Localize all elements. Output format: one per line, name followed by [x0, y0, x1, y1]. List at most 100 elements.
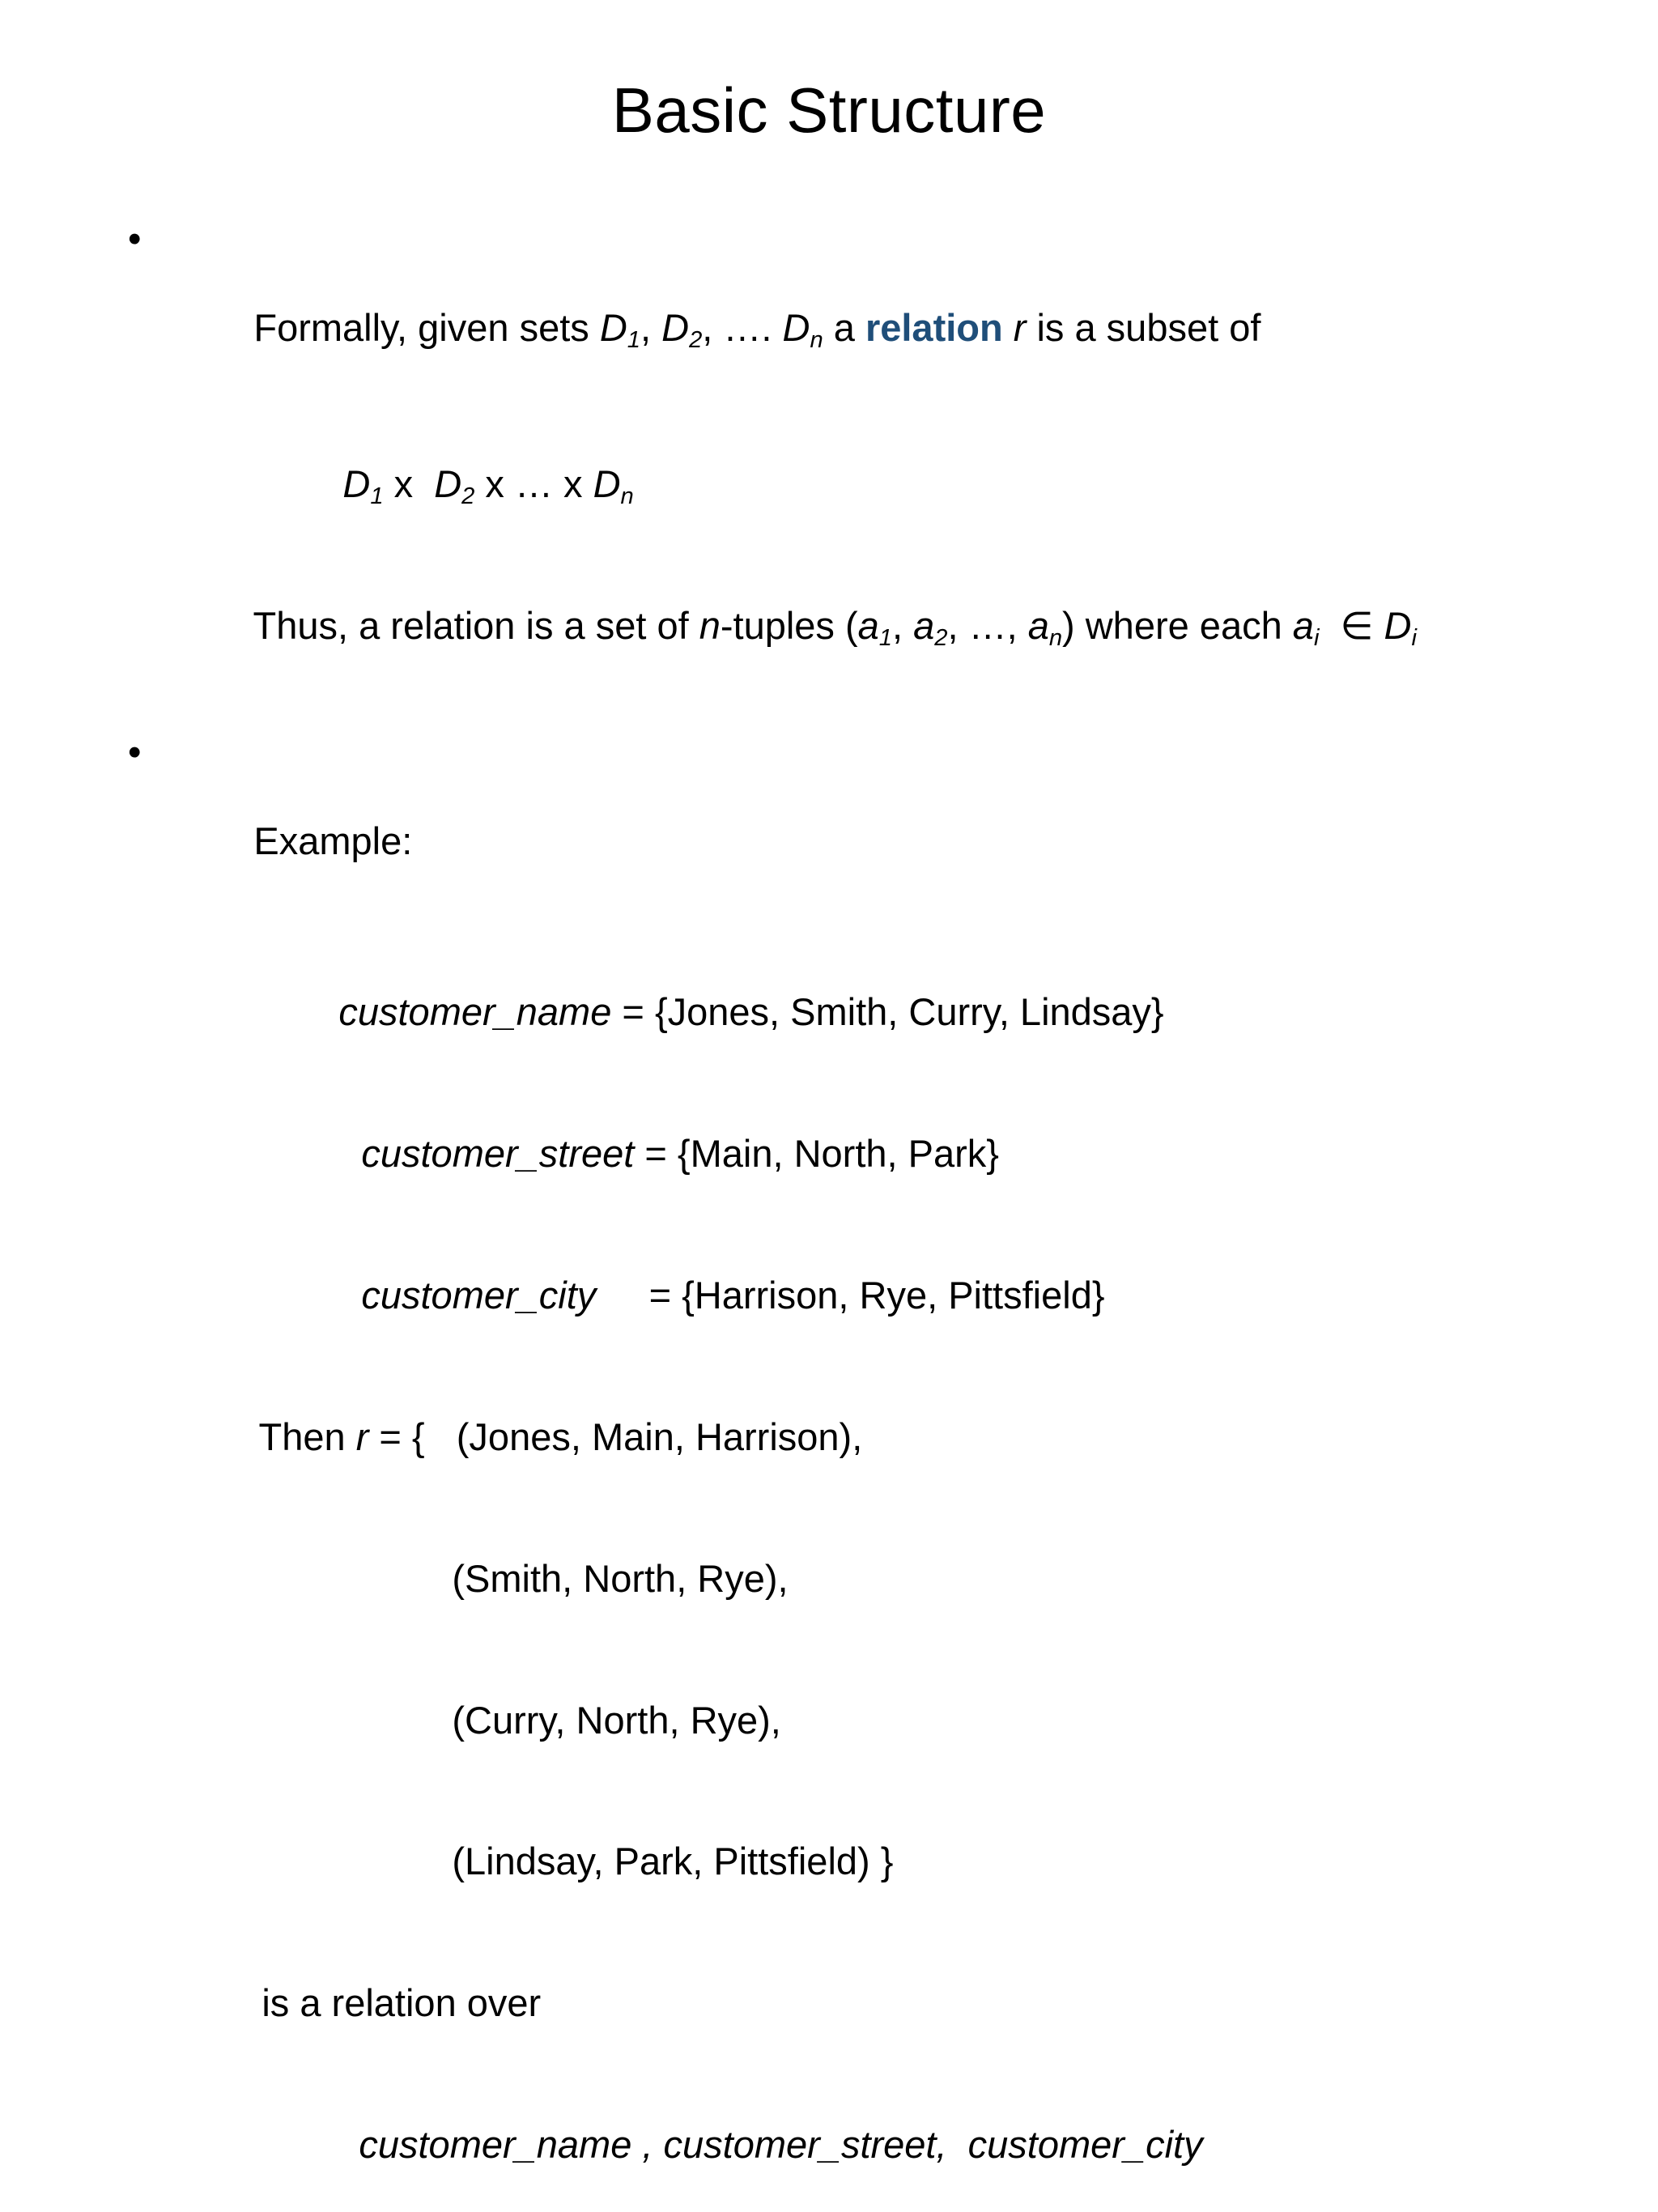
n-tuples-line: Thus, a relation is a set of n-tuples (a…: [0, 559, 1658, 693]
relation-variable-r: r: [355, 1414, 369, 1458]
ai-letter: a: [1292, 603, 1314, 647]
space: [634, 1132, 644, 1175]
spacer: [0, 1504, 1658, 1512]
relation-tuple-3: (Curry, North, Rye),: [452, 1698, 781, 1742]
attribute-name-customer-name: customer_name: [338, 989, 612, 1033]
page-title: Basic Structure: [611, 74, 1047, 146]
tuple-sep-2: , …,: [947, 603, 1028, 647]
then-prefix: Then: [258, 1414, 356, 1458]
slide: Basic Structure • Formally, given sets D…: [128, 74, 1417, 2167]
element-ai: ai: [1292, 603, 1320, 650]
bullet-dot-icon: •: [128, 730, 142, 773]
bullet-item-example: • Example:: [0, 730, 1658, 908]
set-customer-city: {Harrison, Rye, Pittsfield}: [682, 1273, 1105, 1317]
dn-letter: D: [782, 305, 810, 349]
d2-subscript: 2: [689, 327, 703, 354]
spacer: [0, 693, 1658, 730]
slide-body: • Formally, given sets D1, D2, …. Dn a r…: [0, 217, 1658, 2212]
tuple-sep-1: ,: [891, 603, 914, 647]
relation-tuple-4: (Lindsay, Park, Pittsfield) }: [452, 1840, 894, 1883]
relation-tuple-row: (Lindsay, Park, Pittsfield) }: [0, 1796, 1658, 1929]
spacer: [0, 1646, 1658, 1654]
formally-prefix: Formally, given sets: [253, 305, 600, 349]
product-times-2: x … x: [474, 462, 593, 505]
attribute-list-text: customer_name , customer_street, custome…: [359, 2123, 1203, 2167]
di-subscript: i: [1411, 625, 1417, 652]
spacer: [0, 1929, 1658, 1937]
tuple-a1: a1: [857, 603, 892, 650]
article-a: a: [823, 305, 865, 349]
spacer: [0, 1363, 1658, 1371]
comma-1: ,: [640, 305, 662, 349]
domain-symbol-d2: D2: [661, 305, 702, 352]
relation-tuple-2: (Smith, North, Rye),: [452, 1556, 789, 1600]
attribute-name-customer-city: customer_city: [361, 1273, 597, 1317]
product-d2-letter: D: [434, 462, 462, 505]
domain-di: Di: [1384, 603, 1417, 650]
domain-definition-customer-city: customer_city = {Harrison, Rye, Pittsfie…: [0, 1229, 1658, 1363]
di-letter: D: [1384, 603, 1412, 647]
ai-subscript: i: [1313, 625, 1320, 652]
product-d1-subscript: 1: [370, 483, 384, 510]
tuple-an: an: [1027, 603, 1062, 650]
d2-letter: D: [661, 305, 690, 349]
relation-tuple-row: (Smith, North, Rye),: [0, 1512, 1658, 1646]
product-times-1: x: [383, 462, 435, 505]
set-customer-name: {Jones, Smith, Curry, Lindsay}: [654, 989, 1164, 1033]
eq-customer-name: =: [622, 989, 644, 1033]
domain-symbol-d1: D1: [599, 305, 640, 352]
thus-prefix: Thus, a relation is a set of: [253, 603, 699, 647]
product-d2: D2: [434, 462, 474, 508]
tuples-close: ) where each: [1062, 603, 1293, 647]
product-d2-subscript: 2: [461, 483, 475, 510]
subset-of-text: is a subset of: [1026, 305, 1261, 349]
relation-tuple-row: (Curry, North, Rye),: [0, 1654, 1658, 1788]
spacer: [0, 1221, 1658, 1229]
attribute-name-customer-street: customer_street: [361, 1131, 635, 1175]
relation-over-note: is a relation over: [0, 1937, 1658, 2070]
attribute-list-line: customer_name , customer_street, custome…: [0, 2078, 1658, 2212]
d1-letter: D: [599, 305, 627, 349]
product-d1: D1: [342, 462, 383, 508]
eq-customer-city: =: [648, 1273, 672, 1317]
element-of-symbol: ∈: [1319, 603, 1384, 647]
relation-over-text: is a relation over: [261, 1981, 542, 2025]
product-dn-subscript: n: [620, 483, 634, 510]
keyword-relation: relation: [865, 305, 1003, 349]
ellipsis-1: , ….: [702, 305, 783, 349]
a1-subscript: 1: [878, 625, 892, 652]
product-d1-letter: D: [342, 462, 371, 505]
equals-sign: [611, 990, 622, 1033]
cartesian-product-line: D1 x D2 x … x Dn: [0, 418, 1658, 551]
example-label: Example:: [253, 819, 413, 862]
spacer: [0, 2070, 1658, 2078]
space: [596, 1274, 648, 1317]
relation-open-brace: = {: [368, 1414, 457, 1458]
tuple-arity-n: n: [699, 603, 721, 647]
tuple-a2: a2: [913, 603, 947, 650]
spacer: [0, 908, 1658, 946]
formally-text: Formally, given sets D1, D2, …. Dn a rel…: [253, 305, 1261, 352]
spacer: [0, 1079, 1658, 1087]
space-1: [1003, 306, 1014, 349]
tuples-open: -tuples (: [720, 603, 858, 647]
eq-customer-street: =: [644, 1131, 667, 1175]
an-subscript: n: [1048, 625, 1063, 652]
an-letter: a: [1027, 603, 1049, 647]
relation-definition-line: Then r = { (Jones, Main, Harrison),: [0, 1371, 1658, 1504]
dn-subscript: n: [810, 327, 823, 354]
spacer: [0, 551, 1658, 559]
product-dn-letter: D: [593, 462, 621, 505]
space: [644, 990, 655, 1033]
a1-letter: a: [857, 603, 879, 647]
spacer: [0, 1788, 1658, 1796]
product-dn: Dn: [593, 462, 634, 508]
bullet-item-formally: • Formally, given sets D1, D2, …. Dn a r…: [0, 217, 1658, 395]
domain-symbol-dn: Dn: [782, 305, 823, 352]
d1-subscript: 1: [627, 327, 640, 354]
a2-letter: a: [913, 603, 935, 647]
relation-symbol-r: r: [1013, 305, 1027, 349]
space: [671, 1274, 682, 1317]
set-customer-street: {Main, North, Park}: [677, 1131, 999, 1175]
a2-subscript: 2: [934, 625, 948, 652]
